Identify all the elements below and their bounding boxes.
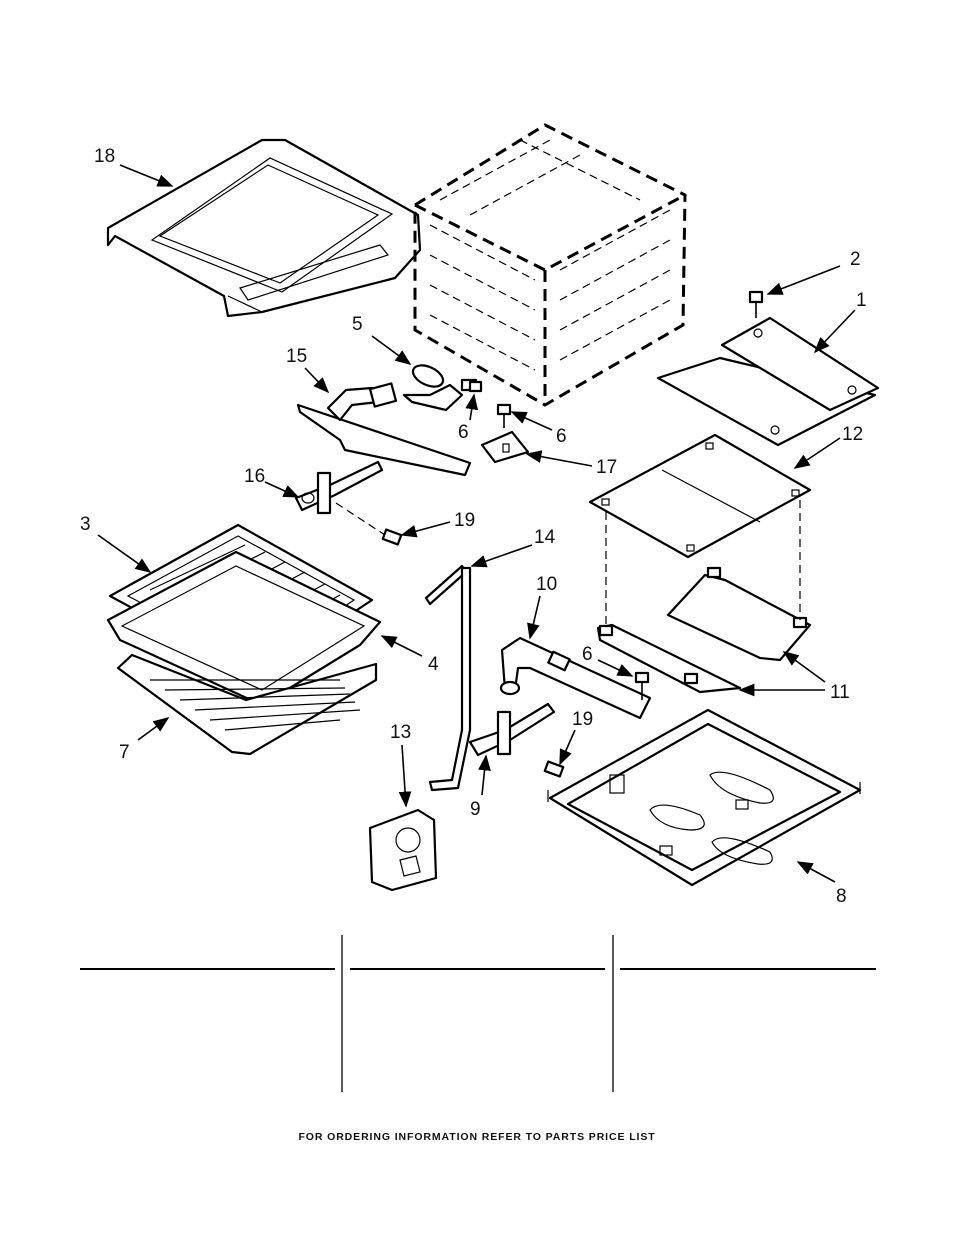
bracket-part-11 (596, 566, 812, 694)
callout-18: 18 (94, 146, 115, 167)
leader-lines (97, 164, 856, 883)
lower-burner-part-10 (499, 636, 652, 720)
callout-3: 3 (80, 514, 91, 535)
callout-11: 11 (830, 682, 850, 703)
rod-part-14 (424, 564, 472, 792)
rack-part-7 (116, 653, 378, 756)
callout-1: 1 (856, 290, 867, 311)
igniter-guide-line (335, 502, 386, 536)
top-cover-part-18 (106, 138, 422, 318)
callout-9: 9 (470, 799, 481, 820)
callout-19-lower: 19 (572, 709, 593, 730)
oven-cavity-reference (413, 123, 687, 407)
igniter-part-16 (294, 460, 384, 515)
plate-part-17 (480, 403, 530, 464)
screw-part-19-lower (543, 760, 565, 778)
callout-6-lower: 6 (582, 644, 593, 665)
callout-10: 10 (536, 574, 557, 595)
tray-part-8 (547, 708, 862, 887)
callout-14: 14 (534, 527, 556, 548)
shield-part-1 (656, 316, 880, 447)
screw-part-6-lower (634, 671, 650, 700)
callout-17: 17 (596, 457, 617, 478)
callout-7: 7 (119, 742, 130, 763)
igniter-part-9 (468, 702, 556, 757)
upper-burner-part-15 (296, 382, 472, 477)
screw-part-6-upper (468, 380, 483, 393)
screw-part-2 (748, 290, 764, 318)
callout-4: 4 (428, 654, 439, 675)
callout-16: 16 (244, 466, 265, 487)
screw-part-19-upper (381, 528, 403, 546)
callout-6-upper-right: 6 (556, 426, 567, 447)
valve-part-13 (368, 808, 438, 892)
parts-list-frame (80, 935, 876, 1092)
valve-fitting-part-5 (402, 364, 478, 412)
callout-19-upper: 19 (454, 510, 475, 531)
callout-6-upper-left: 6 (458, 422, 469, 443)
bottom-plate-part-12 (588, 433, 812, 559)
ordering-info-footer: FOR ORDERING INFORMATION REFER TO PARTS … (298, 1131, 656, 1143)
callout-15: 15 (286, 346, 307, 367)
callout-13: 13 (390, 722, 411, 743)
callout-2: 2 (850, 249, 861, 270)
callout-5: 5 (352, 314, 363, 335)
callout-8: 8 (836, 886, 847, 907)
callout-labels: 18 2 1 5 15 6 6 12 17 16 19 3 14 10 4 6 … (80, 146, 867, 907)
alignment-lines (605, 500, 801, 625)
broiler-pan-part-4 (106, 550, 382, 707)
callout-12: 12 (842, 424, 863, 445)
